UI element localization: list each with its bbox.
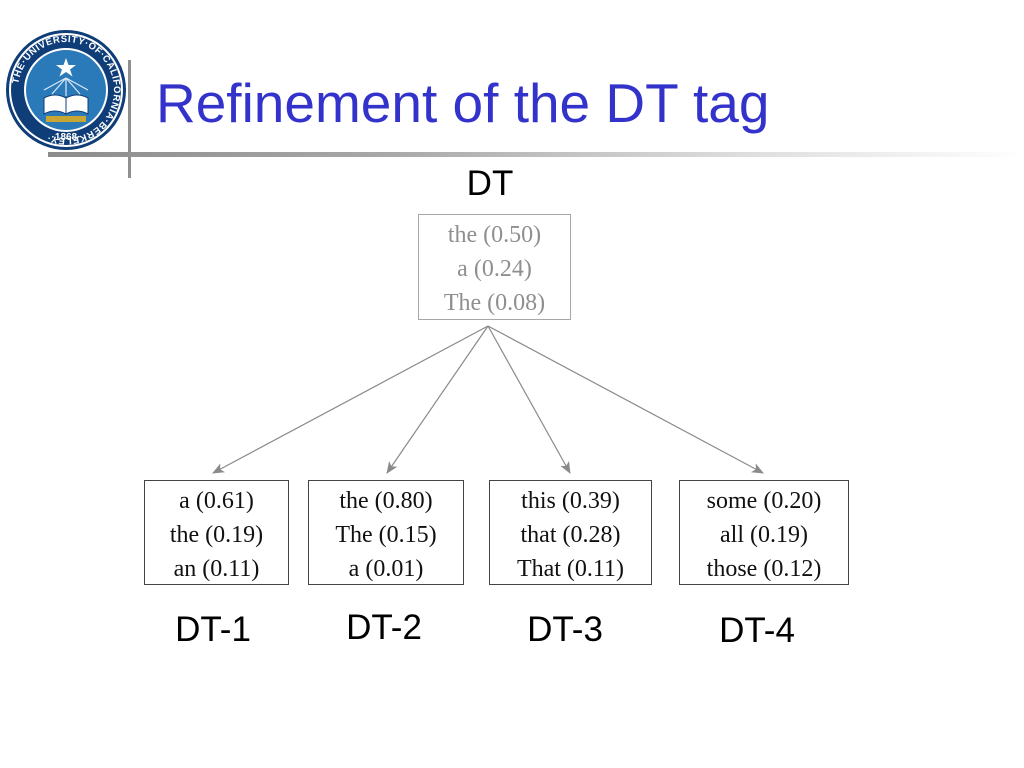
dt-3-entry: That (0.11): [516, 556, 625, 582]
edge-to-dt-1: [212, 325, 489, 474]
dt-4-node-label: DT-4: [719, 611, 795, 650]
root-node-box: the (0.50) a (0.24) The (0.08): [418, 214, 571, 320]
dt-1-entry: a (0.61): [179, 488, 254, 514]
dt-3-entry: this (0.39): [521, 488, 620, 514]
dt-1-entry: an (0.11): [173, 556, 260, 582]
root-entry: The (0.08): [443, 290, 546, 316]
dt-3-node-box: this (0.39) that (0.28) That (0.11): [489, 480, 652, 585]
root-node-label: DT: [466, 164, 514, 203]
dt-1-node-label: DT-1: [175, 610, 251, 649]
edge-to-dt-4: [487, 325, 764, 474]
root-entry: the (0.50): [447, 222, 542, 248]
header-horizontal-rule: [48, 152, 1024, 157]
dt-2-entry: a (0.01): [348, 556, 424, 582]
edge-to-dt-2: [386, 325, 489, 474]
dt-4-node-box: some (0.20) all (0.19) those (0.12): [679, 480, 849, 585]
edge-to-dt-3: [487, 325, 571, 474]
root-entry: a (0.24): [457, 256, 532, 282]
dt-3-entry: that (0.28): [520, 522, 621, 548]
dt-2-entry: The (0.15): [335, 522, 437, 548]
svg-text:·1868·: ·1868·: [52, 132, 81, 143]
slide-title: Refinement of the DT tag: [156, 72, 770, 134]
dt-4-entry: those (0.12): [706, 556, 822, 582]
dt-4-entry: all (0.19): [720, 522, 808, 548]
university-seal-logo: THE·UNIVERSITY·OF·CALIFORNIA·BERKELEY· ·…: [6, 30, 126, 150]
dt-2-node-label: DT-2: [346, 608, 422, 647]
dt-3-node-label: DT-3: [527, 610, 603, 649]
dt-2-entry: the (0.80): [339, 488, 433, 514]
dt-2-node-box: the (0.80) The (0.15) a (0.01): [308, 480, 464, 585]
dt-1-entry: the (0.19): [169, 522, 264, 548]
dt-4-entry: some (0.20): [706, 488, 822, 514]
header-vertical-rule: [128, 60, 131, 178]
dt-1-node-box: a (0.61) the (0.19) an (0.11): [144, 480, 289, 585]
